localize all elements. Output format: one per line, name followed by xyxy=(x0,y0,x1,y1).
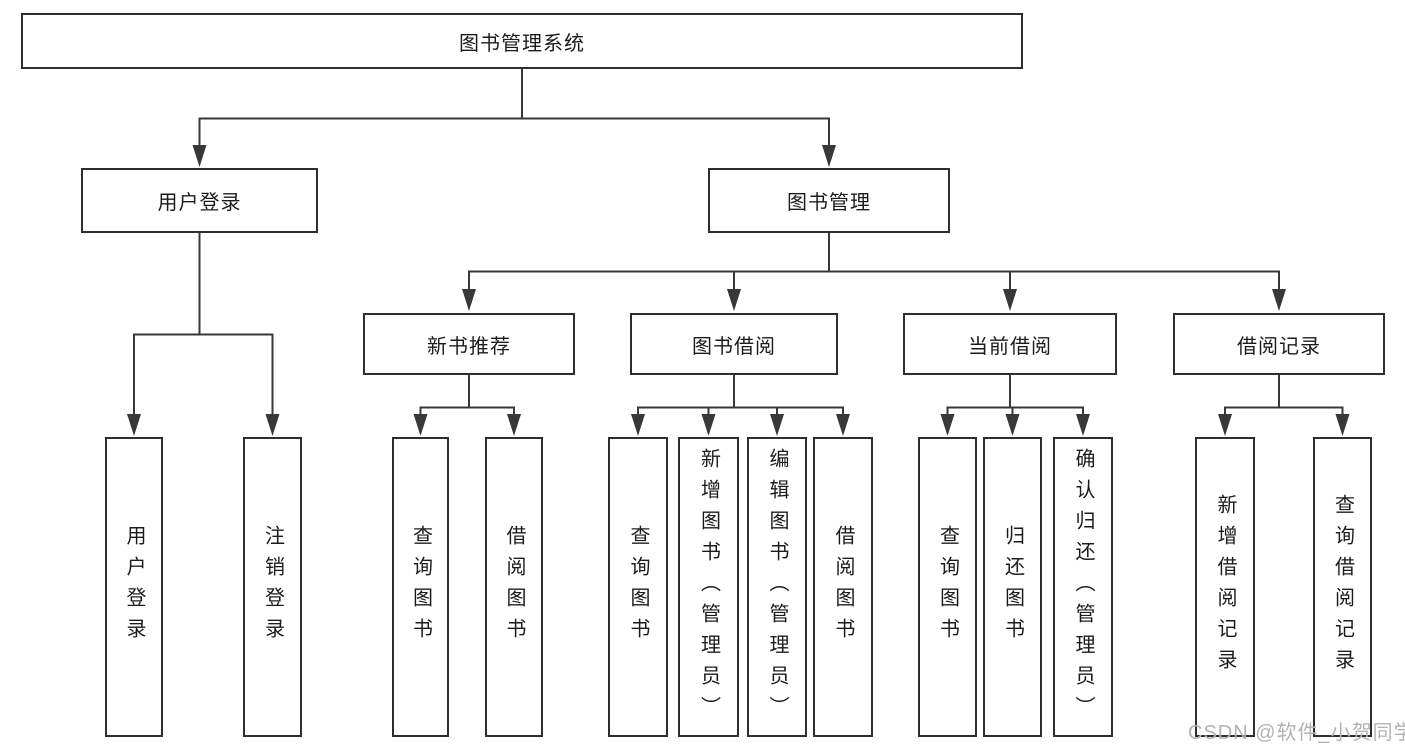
arrow-down-icon xyxy=(1218,414,1232,436)
node-label: 查询图书 xyxy=(409,525,432,649)
node-label: 用户登录 xyxy=(123,525,145,649)
arrow-down-icon xyxy=(727,289,741,311)
node-borrow-record: 借阅记录 xyxy=(1173,313,1385,375)
leaf-query-book-recommend: 查询图书 xyxy=(392,437,449,737)
leaf-query-book-current: 查询图书 xyxy=(918,437,977,737)
leaf-user-login: 用户登录 xyxy=(105,437,163,737)
arrow-down-icon xyxy=(1003,289,1017,311)
node-label: 注销登录 xyxy=(261,525,284,649)
arrow-down-icon xyxy=(192,145,207,167)
arrow-down-icon xyxy=(127,414,141,436)
arrow-down-icon xyxy=(940,414,955,436)
arrow-down-icon xyxy=(770,414,784,436)
csdn-watermark: CSDN @软件_小贺同学 xyxy=(1188,722,1405,744)
node-label: 用户登录 xyxy=(157,192,242,214)
node-root-system: 图书管理系统 xyxy=(21,13,1023,69)
node-new-book-recommend: 新书推荐 xyxy=(363,313,575,375)
node-label: 借阅图书 xyxy=(832,525,854,649)
node-label: 编辑图书（管理员） xyxy=(766,447,788,727)
node-label: 确认归还（管理员） xyxy=(1072,447,1094,727)
arrow-down-icon xyxy=(1005,414,1020,436)
node-book-management: 图书管理 xyxy=(708,168,950,233)
arrow-down-icon xyxy=(822,145,836,167)
arrow-down-icon xyxy=(462,289,476,311)
node-label: 新书推荐 xyxy=(427,335,511,358)
arrow-down-icon xyxy=(631,414,645,436)
node-label: 图书管理系统 xyxy=(459,32,585,55)
arrow-down-icon xyxy=(413,414,428,436)
arrow-down-icon xyxy=(836,414,850,436)
leaf-query-book-borrow: 查询图书 xyxy=(608,437,668,737)
leaf-logout: 注销登录 xyxy=(243,437,302,737)
leaf-borrow-book: 借阅图书 xyxy=(813,437,873,737)
node-label: 查询图书 xyxy=(936,525,959,649)
leaf-return-book: 归还图书 xyxy=(983,437,1042,737)
node-book-borrow: 图书借阅 xyxy=(630,313,838,375)
connector-root-to-level2 xyxy=(192,69,836,167)
node-label: 借阅图书 xyxy=(503,525,525,649)
node-label: 图书管理 xyxy=(787,192,871,214)
arrow-down-icon xyxy=(265,414,280,436)
node-label: 归还图书 xyxy=(1001,525,1024,649)
node-user-login: 用户登录 xyxy=(81,168,318,233)
node-label: 查询借阅记录 xyxy=(1331,494,1354,680)
connector-user-login-children xyxy=(127,233,280,436)
node-label: 当前借阅 xyxy=(968,335,1052,358)
leaf-edit-book-admin: 编辑图书（管理员） xyxy=(747,437,807,737)
node-label: 新增图书（管理员） xyxy=(697,447,720,727)
node-label: 借阅记录 xyxy=(1237,335,1321,358)
leaf-confirm-return-admin: 确认归还（管理员） xyxy=(1053,437,1113,737)
node-label: 新增借阅记录 xyxy=(1214,494,1236,680)
node-label: 图书借阅 xyxy=(692,335,776,358)
leaf-add-book-admin: 新增图书（管理员） xyxy=(678,437,739,737)
node-current-borrow: 当前借阅 xyxy=(903,313,1117,375)
connector-book-mgmt-children xyxy=(462,233,1286,311)
arrow-down-icon xyxy=(701,414,716,436)
arrow-down-icon xyxy=(1335,414,1350,436)
connector-current-borrow-children xyxy=(940,375,1090,436)
leaf-add-borrow-record: 新增借阅记录 xyxy=(1195,437,1255,737)
leaf-borrow-book-recommend: 借阅图书 xyxy=(485,437,543,737)
arrow-down-icon xyxy=(507,414,521,436)
leaf-query-borrow-record: 查询借阅记录 xyxy=(1313,437,1372,737)
connector-book-borrow-children xyxy=(631,375,850,436)
connector-new-book-children xyxy=(413,375,521,436)
arrow-down-icon xyxy=(1272,289,1286,311)
arrow-down-icon xyxy=(1076,414,1090,436)
connector-borrow-record-children xyxy=(1218,375,1350,436)
node-label: 查询图书 xyxy=(627,525,649,649)
